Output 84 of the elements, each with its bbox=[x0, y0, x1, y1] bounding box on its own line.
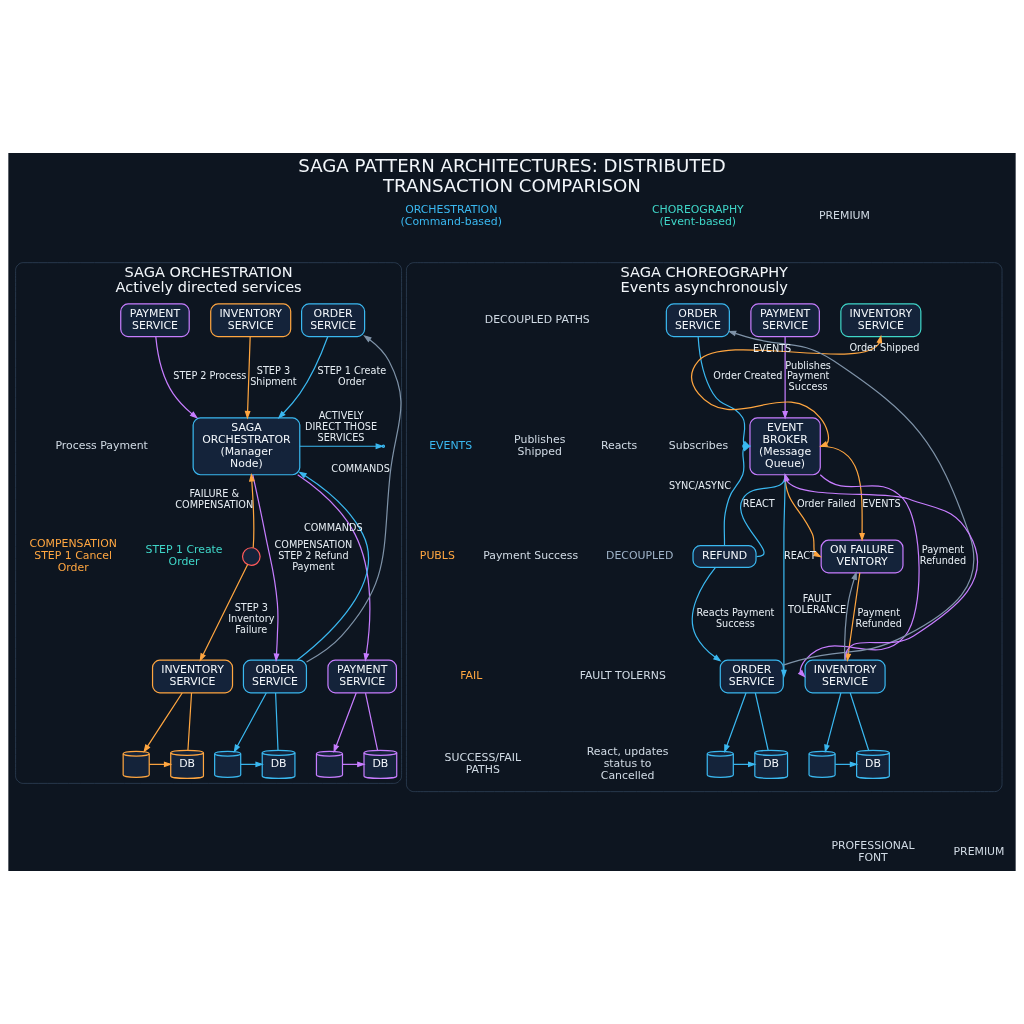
label: DECOUPLED bbox=[606, 549, 674, 563]
edge-label: Publishes Payment Success bbox=[785, 359, 831, 393]
arrow bbox=[797, 474, 920, 678]
arrow bbox=[248, 473, 255, 549]
arrow bbox=[845, 572, 861, 662]
arrow bbox=[252, 474, 280, 662]
arrow bbox=[299, 443, 385, 450]
node-box: INVENTORY SERVICE bbox=[804, 659, 886, 694]
label: Reacts bbox=[600, 438, 638, 452]
edge-label: EVENTS bbox=[862, 497, 901, 509]
label: React, updates status to Cancelled bbox=[586, 744, 669, 783]
arrow bbox=[824, 692, 842, 754]
arrow bbox=[724, 692, 747, 754]
connector bbox=[275, 692, 279, 751]
node-circle bbox=[241, 547, 261, 566]
edge-label: STEP 3 Shipment bbox=[250, 365, 297, 387]
arrow bbox=[691, 567, 722, 662]
label: Publishes Shipped bbox=[514, 432, 566, 458]
label: EVENTS bbox=[429, 438, 473, 452]
arrow bbox=[820, 445, 866, 542]
arrow bbox=[784, 474, 822, 558]
arrow bbox=[199, 563, 249, 662]
label: FAIL bbox=[460, 669, 483, 683]
label: COMPENSATION STEP 1 Cancel Order bbox=[29, 537, 117, 575]
edge-label: SYNC/ASYNC bbox=[668, 480, 731, 492]
arrow bbox=[784, 473, 979, 661]
label: STEP 1 Create Order bbox=[145, 543, 223, 569]
label: PREMIUM bbox=[818, 209, 870, 223]
label: FAULT TOLERNS bbox=[579, 669, 666, 683]
label: Payment Success bbox=[483, 549, 579, 563]
label: ORCHESTRATION (Command-based) bbox=[400, 203, 502, 229]
arrow bbox=[723, 445, 752, 546]
node-box: REFUND bbox=[692, 545, 757, 569]
connector bbox=[364, 692, 379, 751]
edge-label: Order Created bbox=[713, 370, 783, 382]
arrow bbox=[333, 692, 357, 754]
connector bbox=[187, 692, 193, 751]
node-box: SAGA ORCHESTRATOR (Manager Node) bbox=[192, 417, 301, 476]
label: PROFESSIONAL FONT bbox=[831, 838, 915, 864]
edge-label: STEP 3 Inventory Failure bbox=[228, 601, 275, 635]
edge-label: FAILURE & COMPENSATION bbox=[175, 488, 254, 511]
edge-label: REACT bbox=[783, 549, 816, 561]
node-box: ORDER SERVICE bbox=[719, 659, 784, 694]
arrow bbox=[155, 336, 199, 419]
arrow bbox=[843, 571, 857, 661]
label: DECOUPLED PATHS bbox=[484, 312, 590, 326]
arrow bbox=[244, 336, 251, 420]
node-box: INVENTORY SERVICE bbox=[210, 303, 292, 338]
connector bbox=[849, 692, 870, 751]
arrow bbox=[782, 336, 789, 420]
edge-label: Payment Refunded bbox=[919, 544, 967, 567]
arrow bbox=[697, 336, 751, 448]
arrow bbox=[143, 692, 183, 753]
node-box: PAYMENT SERVICE bbox=[750, 303, 820, 338]
edge-label: Order Failed bbox=[796, 497, 856, 509]
arrow bbox=[690, 334, 883, 447]
edge-label: Payment Refunded bbox=[855, 607, 902, 630]
connector bbox=[754, 692, 769, 751]
edge-label: ACTIVELY DIRECT THOSE SERVICES bbox=[305, 410, 378, 444]
edge-label: STEP 1 Create Order bbox=[317, 365, 387, 387]
node-box: ORDER SERVICE bbox=[242, 659, 308, 694]
node-box: ORDER SERVICE bbox=[301, 303, 366, 338]
diagram-title: SAGA PATTERN ARCHITECTURES: DISTRIBUTED TRANSACTION COMPARISON bbox=[298, 155, 726, 197]
edge-label: STEP 2 Process bbox=[173, 370, 247, 382]
label: PREMIUM bbox=[953, 844, 1005, 858]
arrow bbox=[233, 692, 267, 753]
edge-label: REACT bbox=[742, 497, 775, 509]
node-box: PAYMENT SERVICE bbox=[327, 659, 398, 694]
node-box: ORDER SERVICE bbox=[665, 303, 730, 338]
node-box: ON FAILURE VENTORY bbox=[820, 539, 904, 574]
node-box: PAYMENT SERVICE bbox=[120, 303, 190, 338]
arrow bbox=[727, 330, 975, 666]
edge-label: COMMANDS bbox=[331, 462, 390, 474]
edge-label: FAULT TOLERANCE bbox=[787, 592, 847, 615]
node-box: EVENT BROKER (Message Queue) bbox=[749, 417, 821, 476]
edge-label: Reacts Payment Success bbox=[696, 607, 775, 630]
arrow bbox=[277, 336, 329, 419]
label: Subscribes bbox=[668, 438, 729, 452]
node-box: INVENTORY SERVICE bbox=[151, 659, 234, 694]
label: PUBLS bbox=[419, 549, 455, 563]
label: Process Payment bbox=[55, 438, 148, 452]
node-box: INVENTORY SERVICE bbox=[840, 303, 922, 338]
label: SUCCESS/FAIL PATHS bbox=[444, 750, 521, 777]
label: CHOREOGRAPHY (Event-based) bbox=[651, 203, 744, 229]
